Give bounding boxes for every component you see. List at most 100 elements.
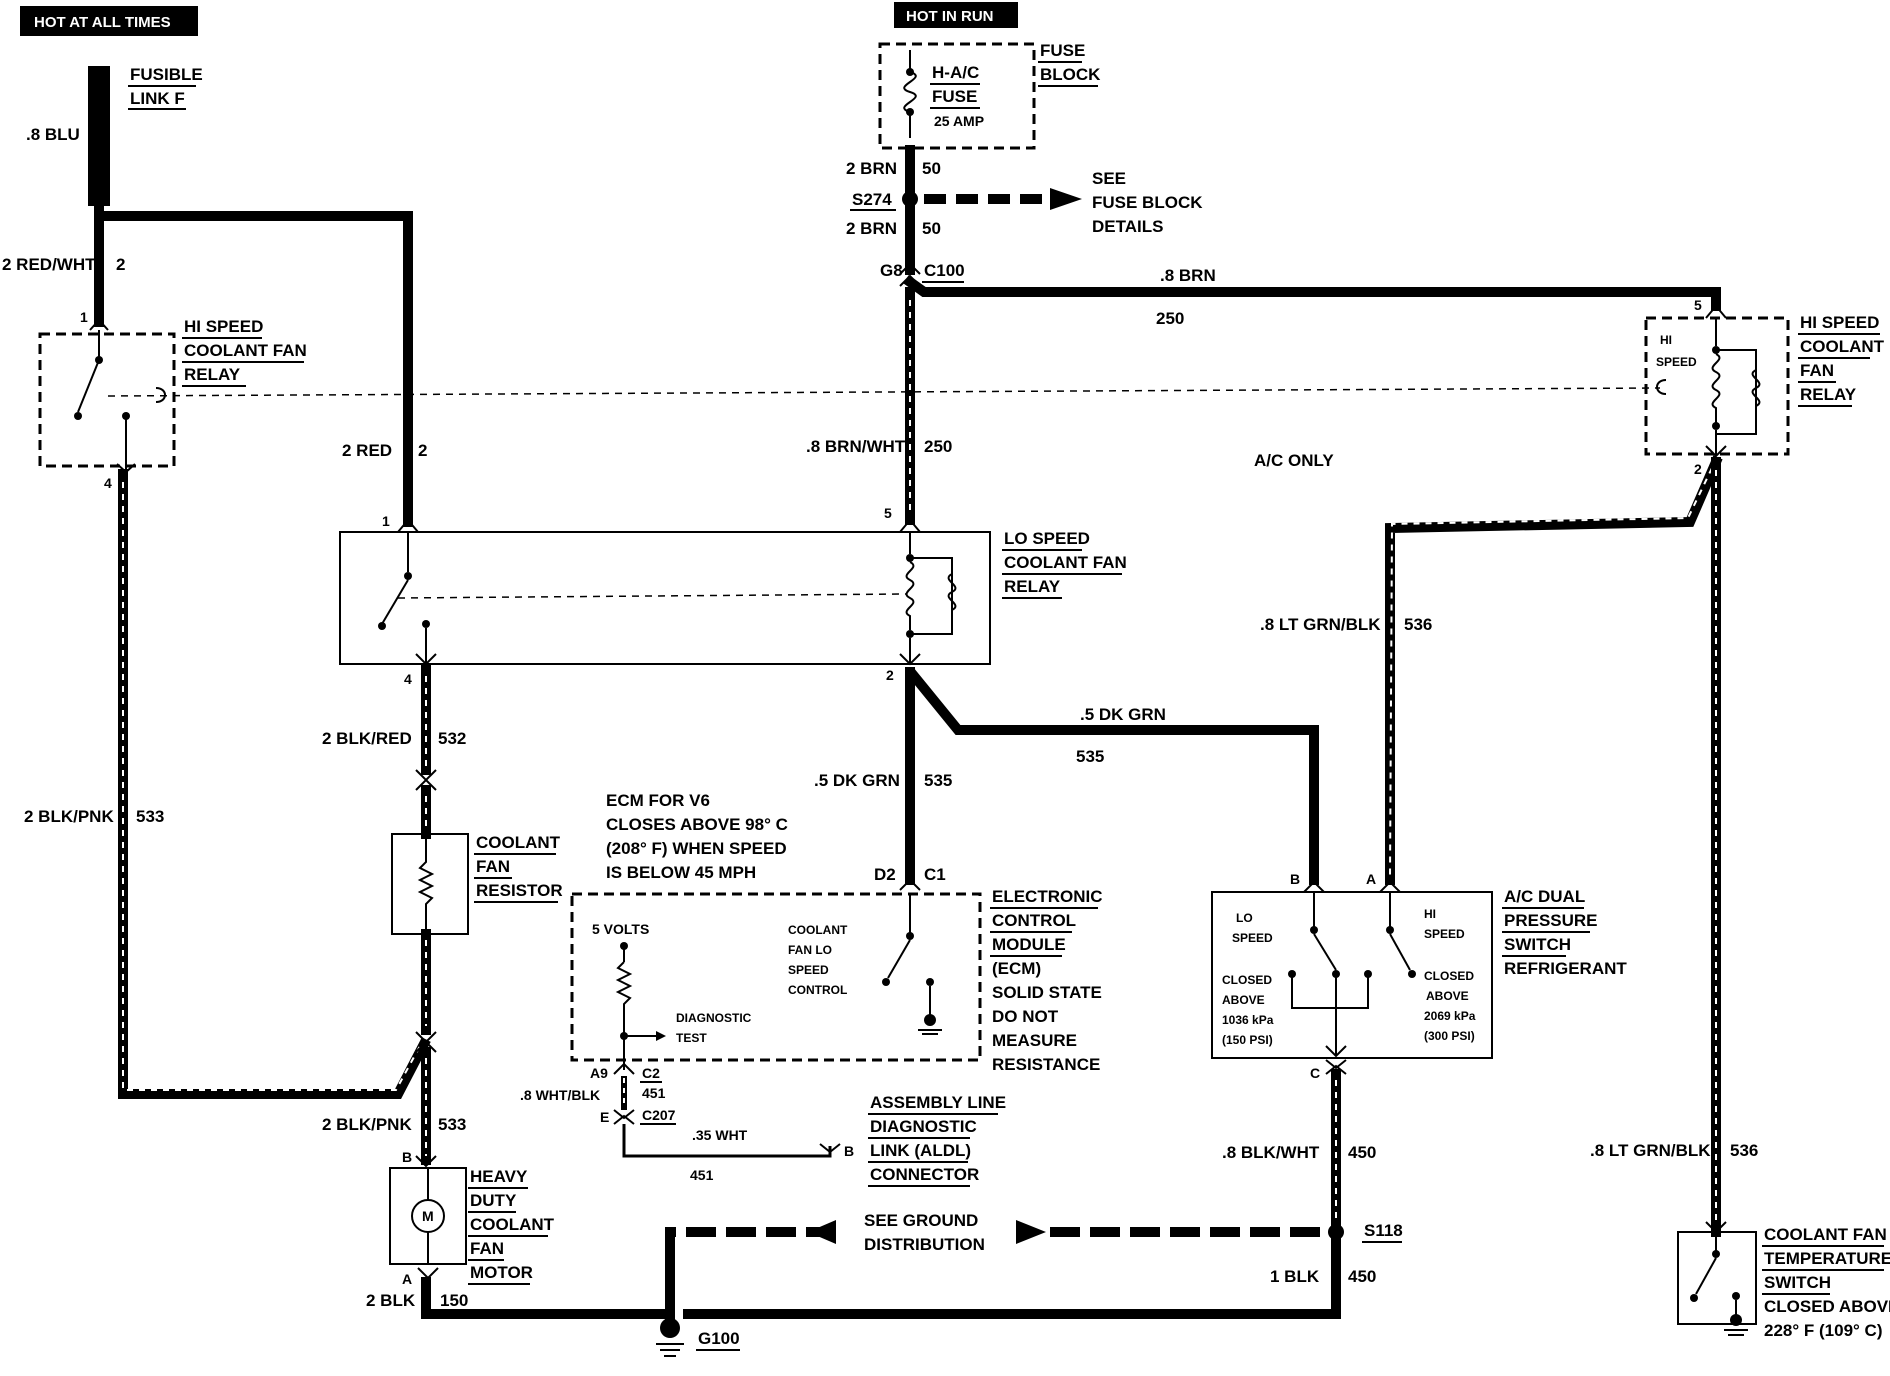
pin-lo-4: 4 [404, 671, 412, 687]
ac-lc-2: ABOVE [1222, 993, 1265, 1007]
conn-b-ac: B [1290, 871, 1300, 887]
ecm-note-1: ECM FOR V6 [606, 791, 710, 810]
fuse-name-2: FUSE [932, 87, 977, 106]
ac-hc-3: 2069 kPa [1424, 1009, 1476, 1023]
hi-right-inner-1: HI [1660, 333, 1672, 347]
conn-a9: A9 [590, 1065, 608, 1081]
pin-hi-left-4: 4 [104, 475, 112, 491]
conn-c-ac: C [1310, 1065, 1320, 1081]
ac-hc-2: ABOVE [1426, 989, 1469, 1003]
splice-s274-label: S274 [852, 190, 892, 209]
temp-switch-label-5: 228° F (109° C) [1764, 1321, 1882, 1340]
wire-536-a: 536 [1404, 615, 1432, 634]
ac-dual-pressure-switch [1211, 891, 1493, 1059]
wire-451-b: 451 [690, 1167, 714, 1183]
ac-lc-1: CLOSED [1222, 973, 1272, 987]
wire-2-a: 2 [116, 255, 125, 274]
temp-switch-label-4: CLOSED ABOVE [1764, 1297, 1890, 1316]
wire-2blk: 2 BLK [366, 1291, 416, 1310]
hi-relay-left-label-3: RELAY [184, 365, 241, 384]
wire-2brn-a: 2 BRN [846, 159, 897, 178]
pin-lo-5: 5 [884, 505, 892, 521]
ecm-diag-1: DIAGNOSTIC [676, 1011, 752, 1025]
wire-5dkgrn-a: .5 DK GRN [814, 771, 900, 790]
ecm-coolant-4: CONTROL [788, 983, 847, 997]
wire-8ltgrnblk-a: .8 LT GRN/BLK [1260, 615, 1381, 634]
ac-hi-1: HI [1424, 907, 1436, 921]
hi-relay-left-label-2: COOLANT FAN [184, 341, 307, 360]
ground-label-1: SEE GROUND [864, 1211, 978, 1230]
ac-hc-4: (300 PSI) [1424, 1029, 1475, 1043]
see-fuse-block-1: SEE [1092, 169, 1126, 188]
wire-1blk: 1 BLK [1270, 1267, 1320, 1286]
wire-50-b: 50 [922, 219, 941, 238]
wire-8brn: .8 BRN [1160, 266, 1216, 285]
ecm-note-4: IS BELOW 45 MPH [606, 863, 756, 882]
hi-speed-relay-left [38, 332, 176, 468]
ecm-ground-icon [918, 1014, 942, 1035]
ground-g100-label: G100 [698, 1329, 740, 1348]
ecm-label-6: DO NOT [992, 1007, 1059, 1026]
ecm-label-7: MEASURE [992, 1031, 1077, 1050]
ac-lc-4: (150 PSI) [1222, 1033, 1273, 1047]
temp-switch-label-3: SWITCH [1764, 1273, 1831, 1292]
pin-hi-right-2: 2 [1694, 461, 1702, 477]
conn-a-motor: A [402, 1271, 412, 1287]
wire-533-b: 533 [438, 1115, 466, 1134]
wire-150: 150 [440, 1291, 468, 1310]
motor-label-4: FAN [470, 1239, 504, 1258]
aldl-label-2: DIAGNOSTIC [870, 1117, 977, 1136]
wire-2-b: 2 [418, 441, 427, 460]
hot-at-all-times-label: HOT AT ALL TIMES [34, 14, 171, 31]
ac-switch-label-3: SWITCH [1504, 935, 1571, 954]
wire-533-a: 533 [136, 807, 164, 826]
wire-8blkwht: .8 BLK/WHT [1222, 1143, 1320, 1162]
fusible-link-label-2: LINK F [130, 89, 185, 108]
conn-c2: C2 [642, 1065, 660, 1081]
wire-535-a: 535 [924, 771, 952, 790]
fusible-link [88, 66, 110, 206]
conn-c1: C1 [924, 865, 946, 884]
conn-c100: C100 [924, 261, 965, 280]
fuse-block-title-1: FUSE [1040, 41, 1085, 60]
motor-m: M [422, 1208, 434, 1224]
ecm-label-4: (ECM) [992, 959, 1041, 978]
ac-lc-3: 1036 kPa [1222, 1013, 1274, 1027]
ecm-module [570, 892, 982, 1062]
wire-35wht: .35 WHT [692, 1127, 748, 1143]
wire-2blkpnk-a: 2 BLK/PNK [24, 807, 114, 826]
fuse-icon [903, 50, 917, 138]
wire-8ltgrnblk-b: .8 LT GRN/BLK [1590, 1141, 1711, 1160]
lo-speed-relay [339, 531, 991, 665]
wire-50-a: 50 [922, 159, 941, 178]
ecm-label-8: RESISTANCE [992, 1055, 1100, 1074]
ecm-label-3: MODULE [992, 935, 1066, 954]
wire-2brn-b: 2 BRN [846, 219, 897, 238]
temp-switch-label-2: TEMPERATURE [1764, 1249, 1890, 1268]
ac-lo-2: SPEED [1232, 931, 1273, 945]
splice-s274 [902, 191, 918, 207]
temp-switch-ground-icon [1724, 1314, 1748, 1336]
motor-label-2: DUTY [470, 1191, 517, 1210]
ecm-coolant-2: FAN LO [788, 943, 832, 957]
wire-2blkred: 2 BLK/RED [322, 729, 412, 748]
aldl-label-3: LINK (ALDL) [870, 1141, 971, 1160]
ac-hc-1: CLOSED [1424, 969, 1474, 983]
fusible-link-label-1: FUSIBLE [130, 65, 203, 84]
pin-lo-1: 1 [382, 513, 390, 529]
wire-536-b: 536 [1730, 1141, 1758, 1160]
resistor-label-3: RESISTOR [476, 881, 563, 900]
ecm-diag-2: TEST [676, 1031, 707, 1045]
hi-relay-right-label-3: FAN [1800, 361, 1834, 380]
hot-in-run-label: HOT IN RUN [906, 8, 994, 25]
fuse-amps: 25 AMP [934, 113, 984, 129]
hi-relay-right-label-4: RELAY [1800, 385, 1857, 404]
wire-535-b: 535 [1076, 747, 1104, 766]
ecm-coolant-3: SPEED [788, 963, 829, 977]
relay-mechanical-link [107, 387, 1661, 397]
temp-switch-label-1: COOLANT FAN [1764, 1225, 1887, 1244]
lo-relay-label-1: LO SPEED [1004, 529, 1090, 548]
wire-250-b: 250 [924, 437, 952, 456]
